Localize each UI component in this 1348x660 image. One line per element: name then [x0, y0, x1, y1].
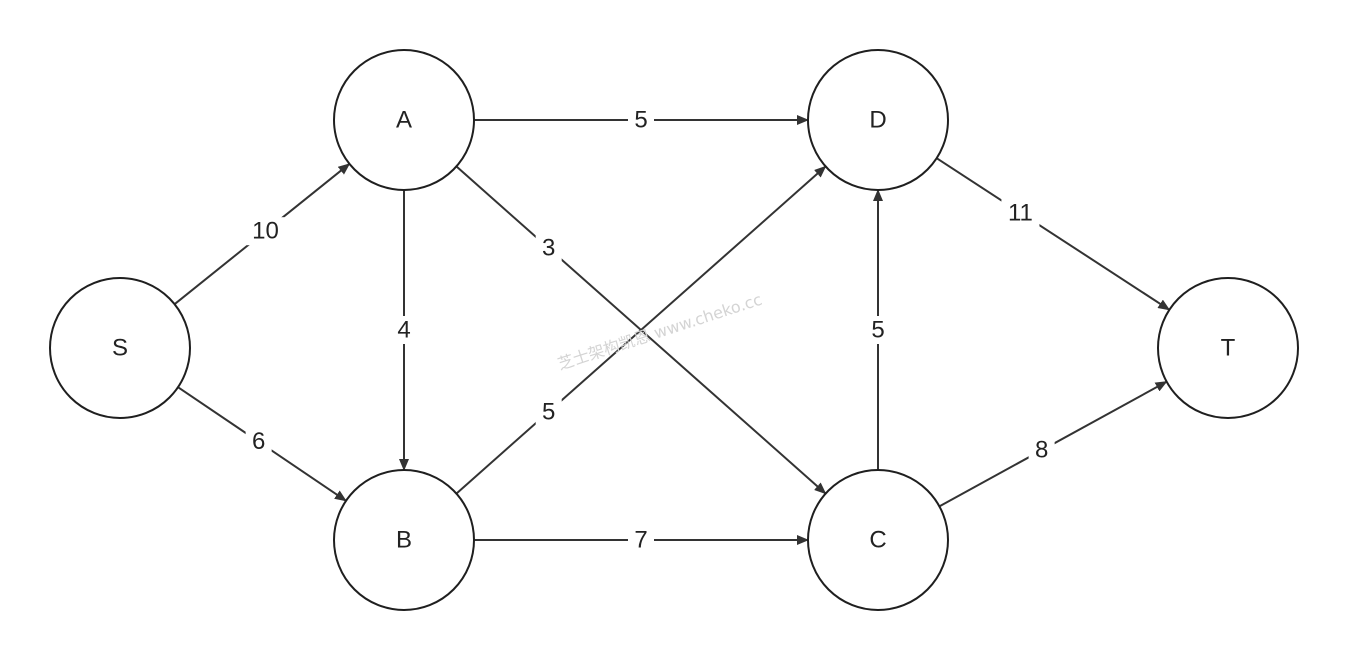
edge-S-A: 10 [173, 163, 351, 305]
edge-weight-label: 10 [252, 218, 279, 245]
node-circle [49, 277, 191, 419]
edge-weight-label: 3 [542, 235, 555, 262]
node-label: T [1221, 335, 1236, 362]
node-C: C [807, 469, 949, 611]
edge-label-background [1001, 198, 1040, 227]
edge-A-D: 5 [474, 106, 809, 134]
edge-line-D-T [936, 157, 1171, 311]
edge-label-background [628, 526, 654, 554]
edge-label-background [865, 316, 891, 344]
edge-weight-label: 5 [634, 107, 647, 134]
node-label: S [112, 335, 128, 362]
edge-label-background [245, 427, 272, 456]
node-label: C [869, 527, 886, 554]
edge-label-background [246, 217, 285, 246]
edge-weight-label: 5 [542, 398, 555, 425]
edge-label-background [628, 106, 654, 134]
nodes-layer: S A B C D T [49, 49, 1299, 611]
edges-layer: 10 6 5 4 3 5 7 5 11 8 [173, 106, 1171, 554]
node-A: A [333, 49, 475, 191]
node-circle [807, 49, 949, 191]
node-B: B [333, 469, 475, 611]
edge-weight-label: 4 [397, 317, 410, 344]
edge-label-background [535, 234, 562, 263]
edge-weight-label: 5 [871, 317, 884, 344]
edge-weight-label: 11 [1008, 199, 1033, 226]
edge-S-B: 6 [177, 386, 347, 502]
edge-B-D: 5 [455, 165, 827, 495]
edge-label-background [1028, 436, 1055, 465]
edge-label-background [391, 316, 417, 344]
node-circle [333, 469, 475, 611]
node-D: D [807, 49, 949, 191]
node-circle [1157, 277, 1299, 419]
node-T: T [1157, 277, 1299, 419]
edge-C-D: 5 [865, 189, 891, 470]
edge-A-B: 4 [391, 190, 417, 471]
edge-weight-label: 7 [634, 527, 647, 554]
edge-line-B-D [455, 165, 827, 495]
edge-weight-label: 8 [1035, 437, 1048, 464]
node-circle [807, 469, 949, 611]
edge-B-C: 7 [474, 526, 809, 554]
node-S: S [49, 277, 191, 419]
edge-C-T: 8 [938, 380, 1168, 508]
node-label: B [396, 527, 412, 554]
node-label: A [396, 107, 412, 134]
watermark-text: 芝士架构凯恩 www.cheko.cc [555, 290, 764, 374]
edge-weight-label: 6 [252, 428, 265, 455]
node-circle [333, 49, 475, 191]
edge-D-T: 11 [936, 157, 1171, 311]
node-label: D [869, 107, 886, 134]
edge-label-background [535, 397, 562, 426]
